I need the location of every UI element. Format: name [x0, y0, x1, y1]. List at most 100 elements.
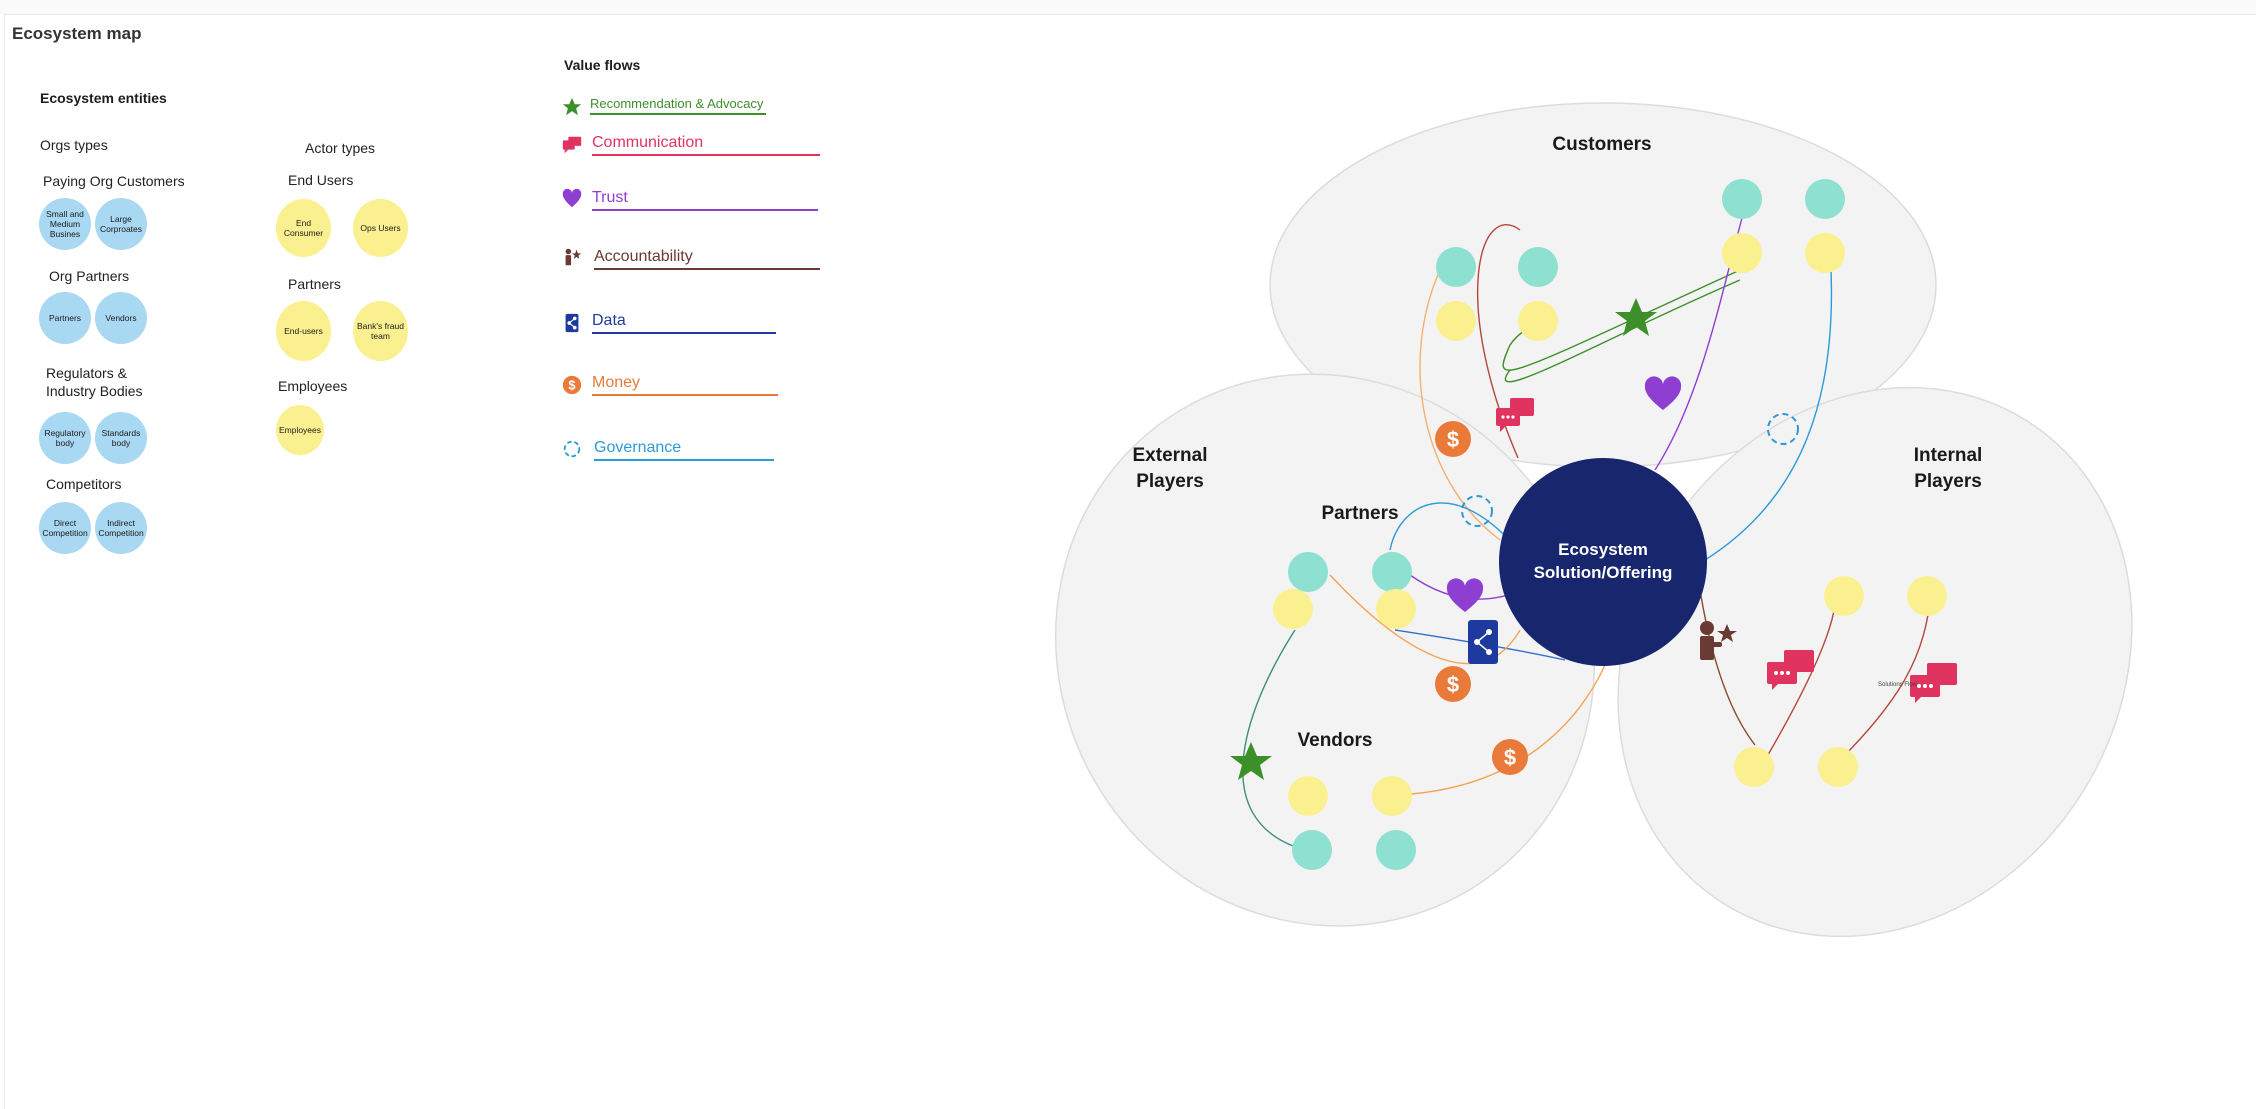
svg-text:$: $ — [1504, 745, 1516, 770]
flow-label: Governance — [594, 439, 774, 461]
value-flows-heading: Value flows — [564, 57, 641, 73]
actor-entity-circle: End Consumer — [276, 199, 331, 257]
flow-line — [1329, 574, 1521, 665]
actor-group-label: End Users — [288, 172, 354, 188]
share-doc-icon — [565, 313, 579, 333]
actor-entity-circle: Employees — [276, 405, 324, 455]
internal-players-label: Internal Players — [1913, 445, 1983, 492]
actor-entity-circle: End-users — [276, 301, 331, 361]
actor-node — [1376, 589, 1416, 629]
flow-line — [1242, 629, 1306, 851]
org-entity-circle: Standards body — [95, 412, 147, 464]
flow-label: Accountability — [594, 248, 820, 270]
actor-types-label: Actor types — [305, 140, 376, 156]
svg-text:$: $ — [568, 378, 575, 393]
person-star-icon — [1700, 621, 1737, 660]
actor-node — [1436, 247, 1476, 287]
external-players-label: External Players — [1132, 445, 1208, 492]
flow-item-governance: Governance — [594, 439, 774, 461]
flow-line — [1704, 249, 1833, 561]
flow-line — [1394, 664, 1606, 796]
org-entity-circle: Regulatory body — [39, 412, 91, 464]
chat-icon — [1496, 398, 1534, 432]
actor-node — [1376, 830, 1416, 870]
actor-node — [1372, 776, 1412, 816]
flow-item-recommendation: Recommendation & Advocacy — [590, 96, 766, 115]
flow-item-trust: Trust — [592, 189, 818, 211]
actor-node — [1292, 830, 1332, 870]
flow-line — [1764, 604, 1836, 761]
customers-region-label: Customers — [1552, 134, 1652, 155]
actor-node — [1372, 552, 1412, 592]
actor-node — [1273, 589, 1313, 629]
org-entity-circle: Small and Medium Busines — [39, 198, 91, 250]
star-icon — [1230, 742, 1272, 780]
person-star-icon — [565, 248, 582, 266]
org-group-label: Paying Org Customers — [43, 173, 185, 189]
flow-line — [1839, 614, 1929, 761]
actor-node — [1734, 747, 1774, 787]
center-circle — [1499, 458, 1707, 666]
actor-node — [1805, 179, 1845, 219]
heart-icon — [562, 188, 582, 208]
svg-text:$: $ — [1447, 427, 1459, 452]
actor-node — [1907, 576, 1947, 616]
actor-node — [1288, 552, 1328, 592]
org-entity-circle: Indirect Competition — [95, 502, 147, 554]
heart-icon — [1446, 578, 1484, 612]
dollar-icon: $ — [562, 375, 582, 395]
org-entity-circle: Vendors — [95, 292, 147, 344]
flow-label: Recommendation & Advocacy — [590, 96, 766, 115]
tiny-note: Solutions Flow — [1878, 682, 1918, 688]
org-entity-circle: Partners — [39, 292, 91, 344]
actor-node — [1824, 576, 1864, 616]
org-group-label: Regulators & Industry Bodies — [46, 365, 143, 399]
flow-item-accountability: Accountability — [594, 248, 820, 270]
flow-label: Data — [592, 312, 776, 334]
actor-node — [1288, 776, 1328, 816]
flow-line — [1476, 224, 1521, 459]
heart-icon — [1644, 376, 1682, 410]
actor-node — [1805, 233, 1845, 273]
center-label: Ecosystem Solution/Offering — [1533, 540, 1673, 582]
actor-entity-circle: Bank's fraud team — [353, 301, 408, 361]
actor-group-label: Partners — [288, 276, 341, 292]
org-entity-circle: Direct Competition — [39, 502, 91, 554]
chat-icon — [1910, 663, 1957, 703]
actor-node — [1518, 247, 1558, 287]
entities-heading: Ecosystem entities — [40, 90, 167, 106]
star-icon — [1615, 298, 1657, 336]
chat-icon — [1767, 650, 1814, 690]
partners-cluster-label: Partners — [1321, 503, 1399, 524]
flow-label: Trust — [592, 189, 818, 211]
org-group-label: Competitors — [46, 476, 122, 492]
actor-node — [1436, 301, 1476, 341]
org-group-label: Org Partners — [49, 268, 130, 284]
actor-node — [1722, 233, 1762, 273]
actor-node — [1818, 747, 1858, 787]
actor-group-label: Employees — [278, 378, 348, 394]
flow-item-money: Money — [592, 374, 778, 396]
vendors-cluster-label: Vendors — [1297, 730, 1373, 751]
orgs-types-label: Orgs types — [40, 137, 108, 153]
dollar-icon: $ — [1435, 666, 1471, 702]
cycle-icon — [1767, 413, 1799, 445]
flow-label: Communication — [592, 134, 820, 156]
flow-line — [1419, 269, 1501, 541]
dollar-icon: $ — [1435, 421, 1471, 457]
page-title: Ecosystem map — [12, 24, 142, 43]
org-entity-circle: Large Corproates — [95, 198, 147, 250]
cycle-icon — [563, 440, 581, 458]
cycle-icon — [1461, 495, 1493, 527]
svg-text:$: $ — [1447, 672, 1459, 697]
actor-node — [1722, 179, 1762, 219]
flow-item-data: Data — [592, 312, 776, 334]
top-bar — [0, 0, 2256, 14]
flow-item-communication: Communication — [592, 134, 820, 156]
actor-node — [1518, 301, 1558, 341]
flow-line — [1504, 279, 1741, 383]
chat-icon — [562, 136, 582, 154]
flow-label: Money — [592, 374, 778, 396]
star-icon — [562, 97, 582, 116]
